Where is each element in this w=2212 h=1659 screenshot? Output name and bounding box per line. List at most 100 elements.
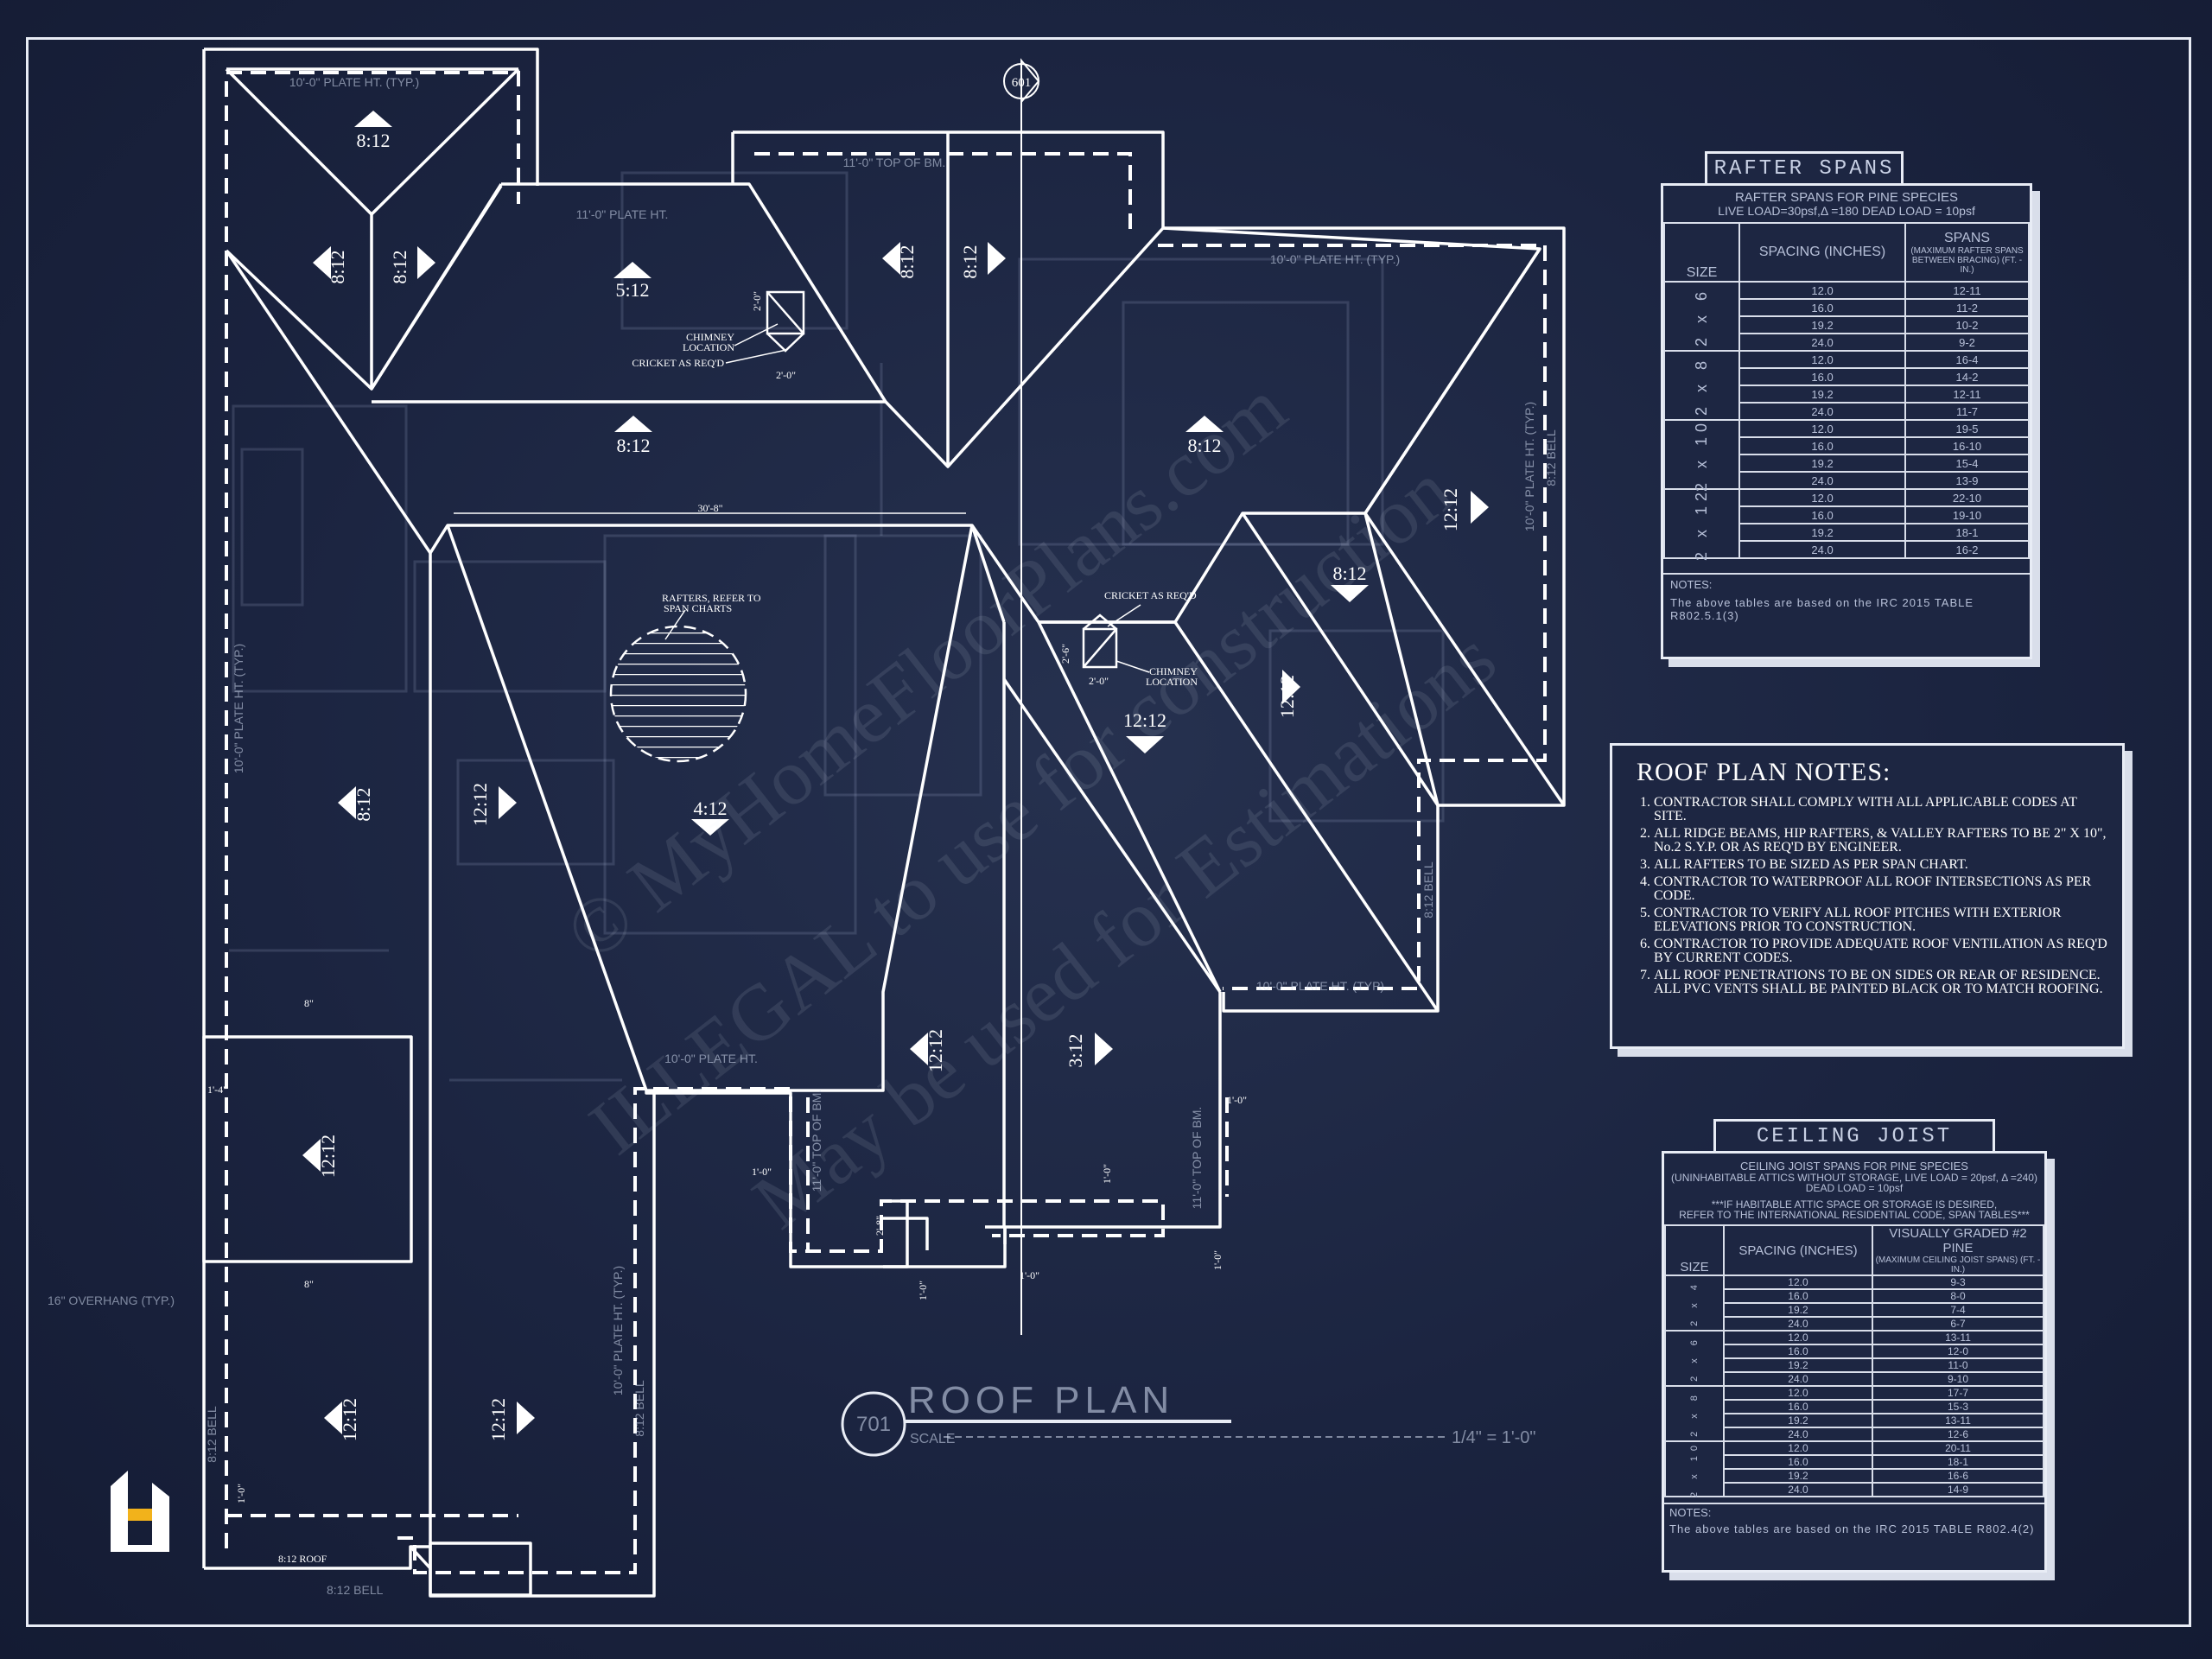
rafter-notes-label: NOTES: (1670, 578, 1713, 592)
plate-label: 10'-0" PLATE HT. (TYP.) (232, 644, 245, 773)
dimension-label: 2'-8" (874, 1216, 886, 1236)
bell-label: 8:12 BELL (205, 1406, 219, 1463)
roof-notes-title: ROOF PLAN NOTES: (1637, 758, 1891, 786)
watermark: © MyHomeFloorPlans.com ILLEGAL to use fo… (549, 363, 1511, 1246)
ceiling-joist-spans-table: CEILING JOIST SPANS FOR PINE SPECIES (UN… (1662, 1151, 2047, 1573)
dimension-label: 1'-0" (1211, 1250, 1224, 1270)
span-cell: 16-4 (1904, 350, 2030, 370)
span-cell: 8-0 (1871, 1288, 2045, 1305)
spacing-cell: 19.2 (1738, 385, 1907, 404)
dimension-label: 30'-8" (697, 502, 722, 514)
spacing-cell: 24.0 (1722, 1482, 1873, 1498)
span-cell: 16-2 (1904, 540, 2030, 560)
roof-note-item: ALL ROOF PENETRATIONS TO BE ON SIDES OR … (1654, 969, 2110, 996)
span-cell: 9-10 (1871, 1371, 2045, 1388)
size-label: 2 x 10 (1688, 1440, 1700, 1497)
cricket-label: CRICKET AS REQ'D (632, 357, 724, 369)
pitch-label: 12:12 (469, 783, 491, 826)
size-cell: 2 x 8 (1664, 1385, 1725, 1443)
bell-label: 8:12 BELL (1421, 861, 1435, 918)
drawing-title-block: 701 ROOF PLAN SCALE 1/4" = 1'-0" (841, 1379, 1536, 1457)
plate-label: 10'-0" PLATE HT. (664, 1052, 758, 1065)
spacing-cell: 24.0 (1722, 1316, 1873, 1332)
size-label: 2 x 4 (1688, 1280, 1700, 1326)
roof-note-item: CONTRACTOR TO PROVIDE ADEQUATE ROOF VENT… (1654, 938, 2110, 965)
section-marker: 601 (1003, 58, 1040, 105)
joist-notes-label: NOTES: (1669, 1506, 1712, 1520)
rafter-spans-table: RAFTER SPANS FOR PINE SPECIES LIVE LOAD=… (1661, 183, 2032, 659)
pitch-label: 12:12 (339, 1398, 360, 1441)
joist-table-title: CEILING JOIST SPANS (1713, 1119, 1995, 1179)
dimension-label: 1'-0" (1101, 1164, 1113, 1184)
size-cell: 2 x 4 (1664, 1274, 1725, 1332)
pitch-label: 8:12 (1187, 435, 1221, 456)
plan-notes: CHIMNEY LOCATION CRICKET AS REQ'D CHIMNE… (207, 291, 1247, 1565)
overhang-label: 16" OVERHANG (TYP.) (48, 1294, 175, 1307)
joist-subtitle-4: ***IF HABITABLE ATTIC SPACE OR STORAGE I… (1711, 1198, 1998, 1211)
dimension-label: 1'-4" (207, 1084, 227, 1096)
size-cell: 2 x 6 (1664, 1330, 1725, 1388)
col-spans-label: VISUALLY GRADED #2 PINE (1889, 1226, 2027, 1256)
span-cell: 12-6 (1871, 1427, 2045, 1443)
joist-subtitle-2: (UNINHABITABLE ATTICS WITHOUT STORAGE, L… (1671, 1171, 2037, 1184)
bell-label: 8:12 BELL (632, 1380, 646, 1437)
col-size: SIZE (1662, 222, 1741, 283)
pitch-label: 8:12 (327, 250, 348, 283)
col-size: SIZE (1664, 1224, 1725, 1277)
spacing-cell: 24.0 (1722, 1371, 1873, 1388)
brand-logo-icon (111, 1471, 169, 1552)
spacing-cell: 19.2 (1738, 315, 1907, 335)
col-spans: VISUALLY GRADED #2 PINE (MAXIMUM CEILING… (1871, 1224, 2045, 1277)
roof-note-item: CONTRACTOR TO WATERPROOF ALL ROOF INTERS… (1654, 875, 2110, 903)
plate-label: 10'-0" PLATE HT. (TYP.) (289, 75, 419, 89)
chimney-label-2: LOCATION (1146, 676, 1198, 688)
joist-subtitle-1: CEILING JOIST SPANS FOR PINE SPECIES (1740, 1160, 1968, 1173)
rafter-notes-text: The above tables are based on the IRC 20… (1670, 596, 1974, 623)
spacing-cell: 19.2 (1738, 454, 1907, 474)
spacing-cell: 12.0 (1722, 1385, 1873, 1402)
spacing-cell: 16.0 (1738, 505, 1907, 525)
joist-subtitle-5: REFER TO THE INTERNATIONAL RESIDENTIAL C… (1679, 1209, 2030, 1222)
chimney-label: CHIMNEY (1149, 665, 1198, 677)
pitch-label: 8:12 (959, 245, 981, 278)
span-cell: 16-6 (1871, 1468, 2045, 1484)
span-cell: 11-0 (1871, 1357, 2045, 1374)
joist-table-grid: SIZE SPACING (INCHES) VISUALLY GRADED #2… (1664, 1224, 2045, 1498)
size-label: 2 x 12 (1693, 486, 1711, 561)
pitch-label: 12:12 (1276, 675, 1298, 718)
size-label: 2 x 10 (1693, 417, 1711, 492)
roof-note-item: ALL RAFTERS TO BE SIZED AS PER SPAN CHAR… (1654, 858, 2110, 872)
pitch-label: 12:12 (1123, 709, 1166, 731)
joist-notes-text: The above tables are based on the IRC 20… (1669, 1522, 2035, 1536)
plate-label: 10'-0" PLATE HT. (TYP) (1256, 979, 1384, 993)
span-cell: 19-5 (1904, 419, 2030, 439)
scale-value: 1/4" = 1'-0" (1452, 1428, 1536, 1447)
pitch-label: 12:12 (1440, 488, 1461, 531)
spacing-cell: 24.0 (1722, 1427, 1873, 1443)
spacing-cell: 19.2 (1722, 1468, 1873, 1484)
size-cell: 2 x 6 (1662, 281, 1741, 353)
spacing-cell: 16.0 (1738, 298, 1907, 318)
rafter-notes: NOTES: The above tables are based on the… (1663, 573, 2030, 630)
size-label: 2 x 8 (1688, 1390, 1700, 1437)
span-cell: 17-7 (1871, 1385, 2045, 1402)
leaders (454, 323, 1150, 673)
spacing-cell: 12.0 (1722, 1440, 1873, 1457)
rafter-subtitle-2: LIVE LOAD=30psf,Δ =180 DEAD LOAD = 10psf (1718, 203, 1975, 218)
dimension-label: 1'-0" (752, 1166, 772, 1178)
